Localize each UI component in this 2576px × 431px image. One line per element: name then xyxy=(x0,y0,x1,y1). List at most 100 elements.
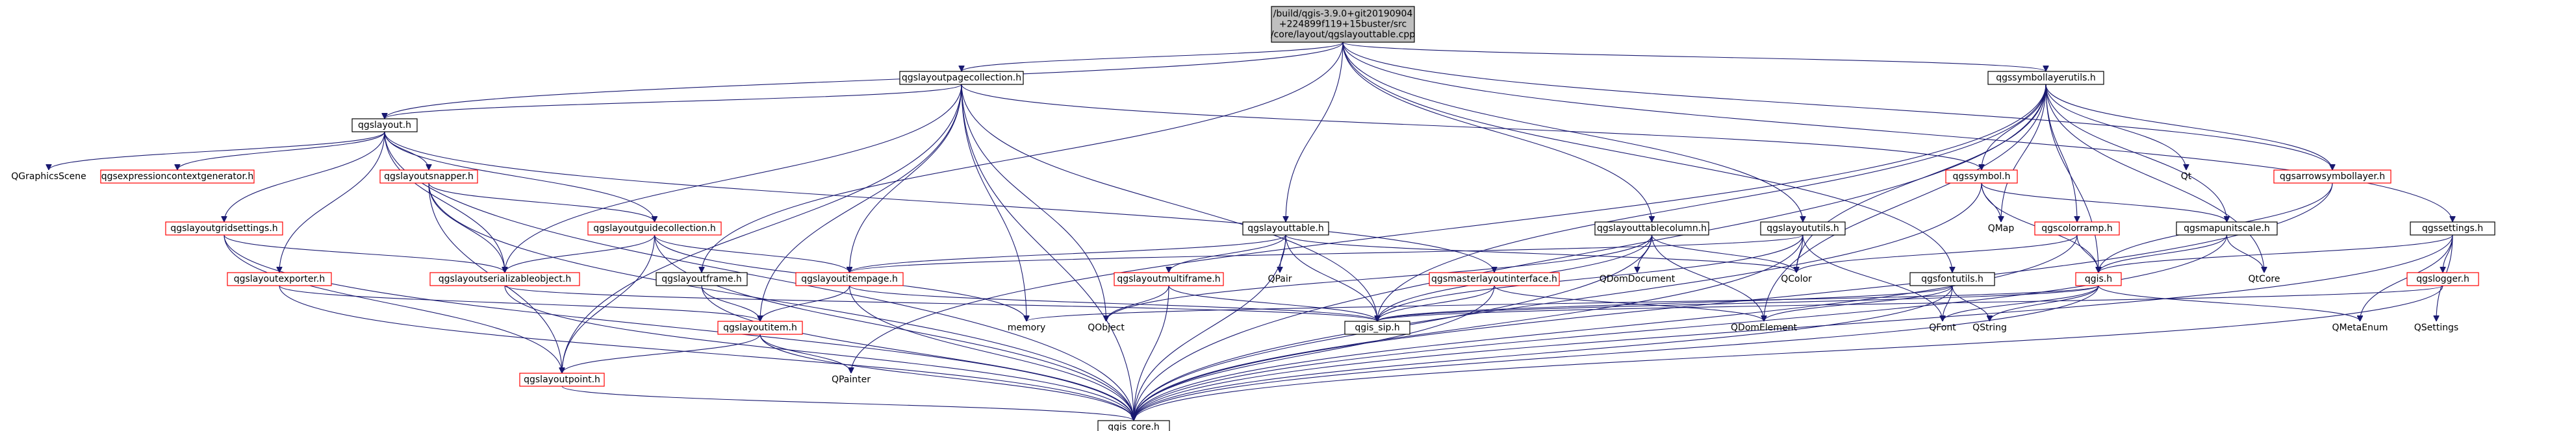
node-layout[interactable]: qgslayout.h xyxy=(351,118,418,132)
node-exprctx[interactable]: qgsexpressioncontextgenerator.h xyxy=(100,169,255,184)
node-box xyxy=(100,169,255,184)
include-edge-qgis-to-memory xyxy=(1027,285,2099,322)
node-box xyxy=(1097,420,1170,431)
node-utils[interactable]: qgslayoututils.h xyxy=(1760,221,1846,236)
include-edge-root-to-arrowsymlayer xyxy=(1342,42,2332,170)
node-qcolor: QColor xyxy=(1781,274,1812,284)
include-edge-point-to-core xyxy=(561,386,1134,421)
node-box xyxy=(2176,221,2278,236)
node-label: qgis.h xyxy=(2085,274,2112,284)
node-label: QPair xyxy=(1268,274,1292,284)
include-edge-arrowsymlayer-to-core xyxy=(1134,182,2333,421)
node-root[interactable]: /build/qgis-3.9.0+git20190904+224899f119… xyxy=(1271,6,1415,43)
node-qdomdoc: QDomDocument xyxy=(1600,274,1676,284)
node-label: qgslayoutguidecollection.h xyxy=(593,223,715,234)
node-colorramp[interactable]: qgscolorramp.h xyxy=(2034,221,2120,236)
node-qpainter: QPainter xyxy=(832,375,871,385)
node-gridsettings[interactable]: qgslayoutgridsettings.h xyxy=(165,221,283,236)
node-qgis[interactable]: qgis.h xyxy=(2075,272,2122,286)
include-edge-settings-to-qgis xyxy=(2098,234,2453,273)
node-arrowsymlayer[interactable]: qgsarrowsymbollayer.h xyxy=(2273,169,2391,184)
node-symbol[interactable]: qgssymbol.h xyxy=(1945,169,2018,184)
node-snapper[interactable]: qgslayoutsnapper.h xyxy=(379,169,478,184)
node-qobject: QObject xyxy=(1088,323,1125,333)
include-edge-tablecolumn-to-qcolor xyxy=(1651,234,1797,273)
include-edge-pagecoll-to-item xyxy=(760,84,962,321)
include-edge-qgis-to-qmetaenum xyxy=(2098,285,2360,322)
node-sip[interactable]: qgis_sip.h xyxy=(1344,321,1410,335)
include-edge-multiframe-to-core xyxy=(1134,285,1169,421)
include-edge-layout-to-gridsettings xyxy=(224,131,385,222)
node-box xyxy=(351,118,418,132)
node-box xyxy=(1987,71,2104,85)
node-masterlayout[interactable]: qgsmasterlayoutinterface.h xyxy=(1429,272,1560,286)
node-label: QtCore xyxy=(2249,274,2280,284)
include-edge-pagecoll-to-serializable xyxy=(505,84,962,273)
include-edge-snapper-to-core xyxy=(428,182,1134,421)
node-label: qgslayout.h xyxy=(358,120,411,130)
node-label: qgslayoutframe.h xyxy=(661,274,742,284)
include-edge-itempage-to-core xyxy=(848,285,1134,421)
include-edge-gridsettings-to-core xyxy=(223,234,1134,421)
node-label: /core/layout/qgslayouttable.cpp xyxy=(1271,30,1415,40)
node-box xyxy=(227,272,332,286)
node-label: qgis_core.h xyxy=(1108,422,1160,431)
node-exporter[interactable]: qgslayoutexporter.h xyxy=(227,272,332,286)
node-settings[interactable]: qgssettings.h xyxy=(2410,221,2495,236)
include-edge-symlayerutils-to-qt xyxy=(2045,84,2186,170)
include-edge-pagecoll-to-core xyxy=(961,84,1134,421)
include-edge-serializable-to-sip xyxy=(504,285,1377,322)
include-edge-root-to-frame xyxy=(702,42,1344,273)
node-symlayerutils[interactable]: qgssymbollayerutils.h xyxy=(1987,71,2104,85)
node-box xyxy=(1114,272,1224,286)
node-table[interactable]: qgslayouttable.h xyxy=(1242,221,1329,236)
include-edge-pagecoll-to-sip xyxy=(961,84,1377,321)
node-mapunitscale[interactable]: qgsmapunitscale.h xyxy=(2176,221,2278,236)
node-box xyxy=(656,272,748,286)
node-qpair: QPair xyxy=(1268,274,1292,284)
node-frame[interactable]: qgslayoutframe.h xyxy=(656,272,748,286)
include-edge-table-to-qpair xyxy=(1280,234,1286,273)
node-qsettings: QSettings xyxy=(2414,323,2458,333)
include-edge-frame-to-core xyxy=(701,285,1134,421)
node-label: qgssymbollayerutils.h xyxy=(1996,73,2096,83)
node-box xyxy=(587,221,722,236)
node-box xyxy=(1909,272,1995,286)
include-edge-symbol-to-qmap xyxy=(1981,182,2001,222)
node-box xyxy=(795,272,904,286)
include-edge-mapunitscale-to-core xyxy=(1134,234,2228,421)
node-box xyxy=(1271,6,1415,43)
node-label: +224899f119+15buster/src xyxy=(1279,19,1407,30)
node-memory: memory xyxy=(1008,323,1046,333)
node-pagecoll[interactable]: qgslayoutpagecollection.h xyxy=(899,71,1024,85)
node-fontutils[interactable]: qgsfontutils.h xyxy=(1909,272,1995,286)
node-item[interactable]: qgslayoutitem.h xyxy=(717,321,803,335)
node-qdomel: QDomElement xyxy=(1731,323,1797,333)
include-edge-symlayerutils-to-sip xyxy=(1377,84,2047,321)
include-edge-settings-to-qmetaenum xyxy=(2360,234,2453,321)
node-box xyxy=(2273,169,2391,184)
include-edge-symlayerutils-to-symbol xyxy=(1982,84,2047,170)
node-multiframe[interactable]: qgslayoutmultiframe.h xyxy=(1114,272,1224,286)
include-edge-root-to-symlayerutils xyxy=(1342,42,2046,72)
node-label: QSettings xyxy=(2414,323,2458,333)
include-edge-symlayerutils-to-mapunitscale xyxy=(2045,84,2227,222)
node-box xyxy=(429,272,580,286)
node-guidecoll[interactable]: qgslayoutguidecollection.h xyxy=(587,221,722,236)
node-label: QGraphicsScene xyxy=(11,171,86,182)
node-tablecolumn[interactable]: qgslayouttablecolumn.h xyxy=(1594,221,1709,236)
include-edge-pagecoll-to-layout xyxy=(385,84,962,119)
node-core[interactable]: qgis_core.h xyxy=(1097,420,1170,431)
node-itempage[interactable]: qgslayoutitempage.h xyxy=(795,272,904,286)
include-edge-layout-to-exprctx xyxy=(177,131,385,171)
node-box xyxy=(1945,169,2018,184)
include-edge-mapunitscale-to-qgis xyxy=(2098,234,2228,273)
node-label: QFont xyxy=(1929,323,1956,333)
node-qfont: QFont xyxy=(1929,323,1956,333)
node-label: qgslayoututils.h xyxy=(1766,223,1839,234)
node-logger[interactable]: qgslogger.h xyxy=(2406,272,2479,286)
node-point[interactable]: qgslayoutpoint.h xyxy=(519,373,605,387)
node-box xyxy=(1242,221,1329,236)
node-label: qgssettings.h xyxy=(2422,223,2483,234)
node-serializable[interactable]: qgslayoutserializableobject.h xyxy=(429,272,580,286)
